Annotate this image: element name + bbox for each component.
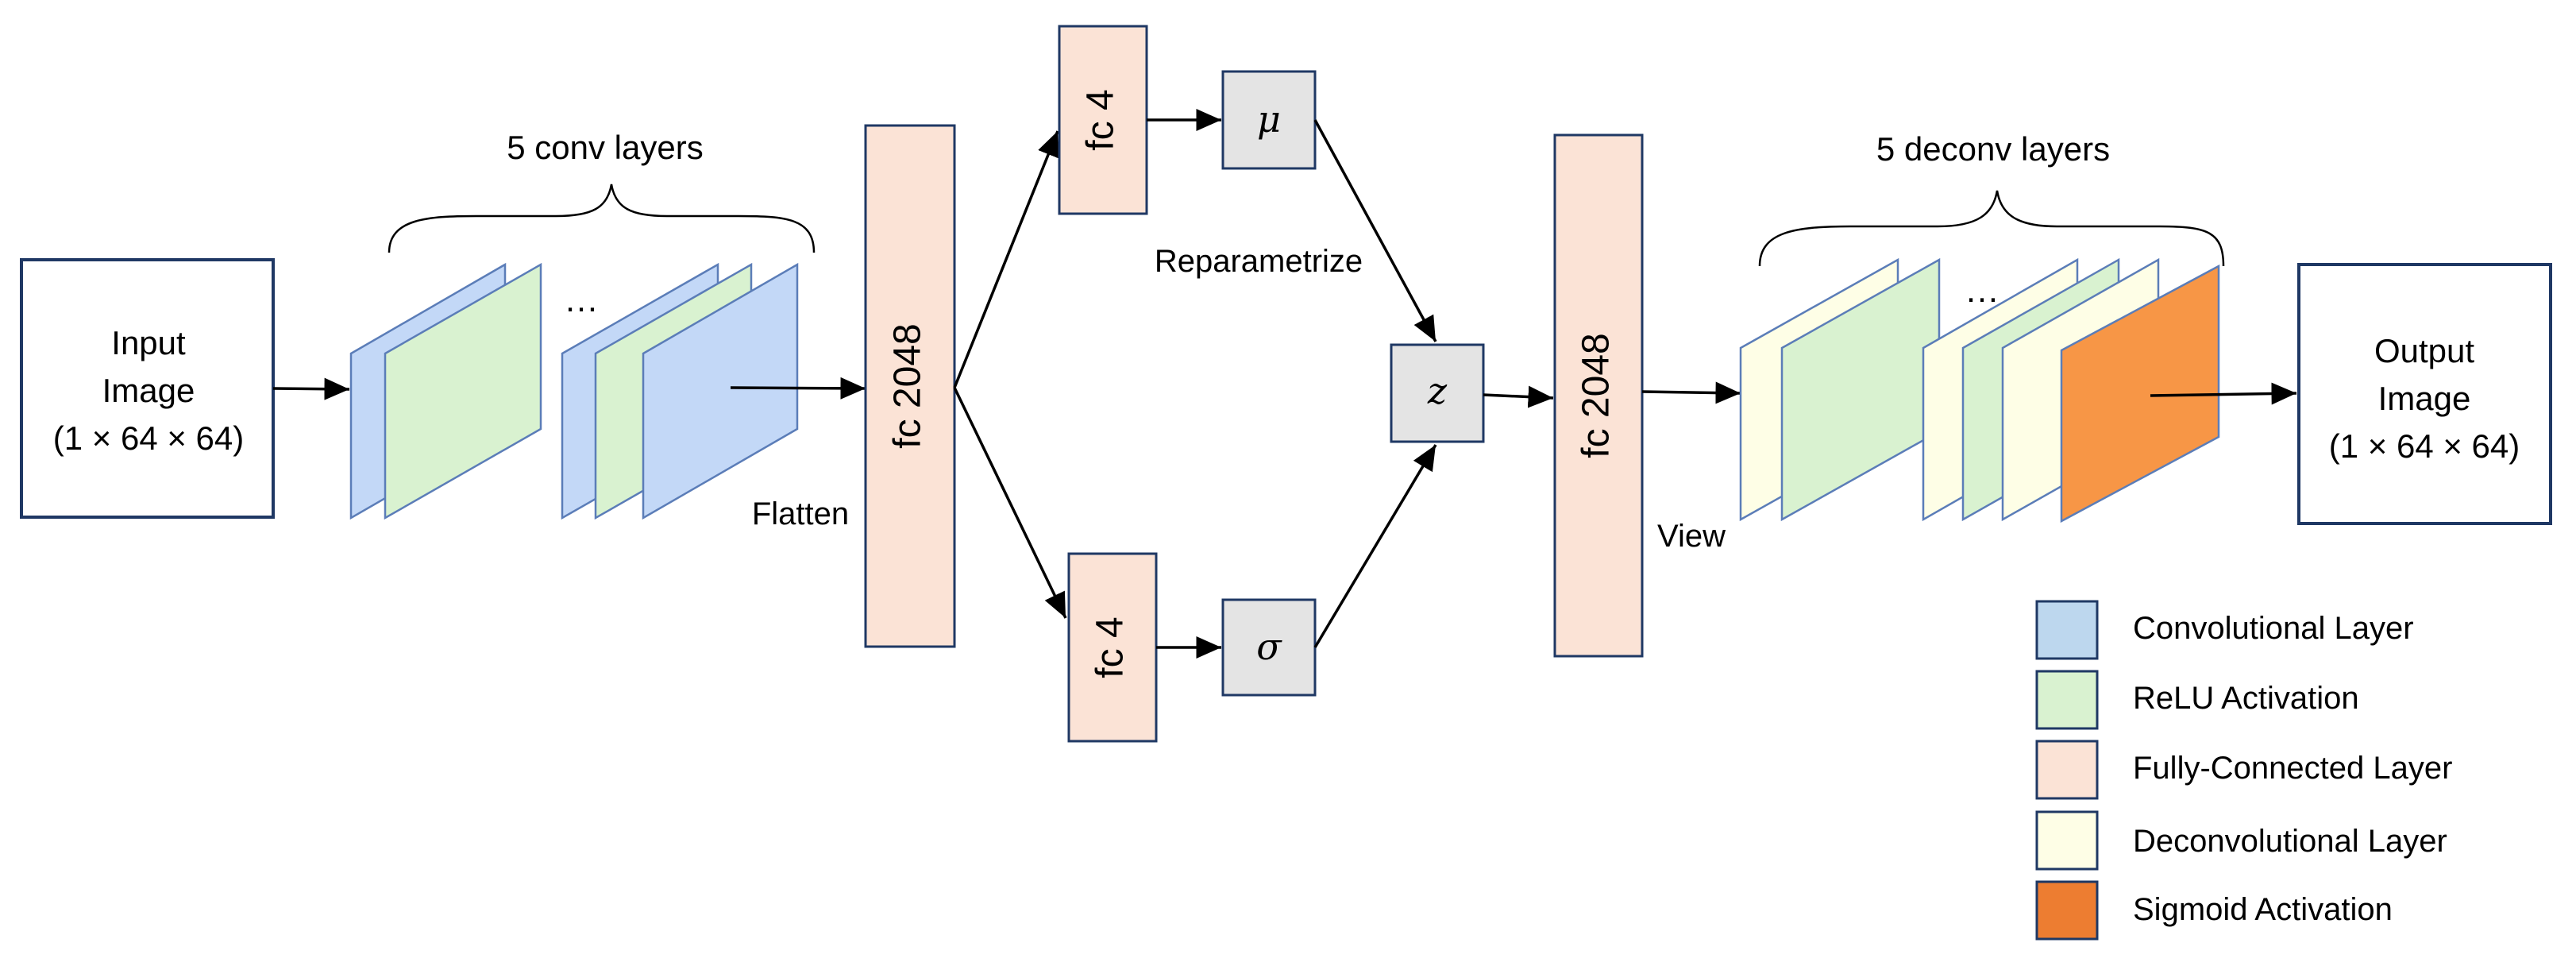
output-image-dims: (1 × 64 × 64)	[2329, 427, 2520, 465]
z-symbol: z	[1427, 369, 1448, 412]
legend-label-deconv: Deconvolutional Layer	[2133, 824, 2447, 859]
mu-node: μ	[1221, 70, 1317, 170]
arrow-sigma-to-z	[1313, 444, 1437, 648]
arrow-z-to-fc	[1483, 385, 1554, 408]
encoder-layer-stack: …	[349, 262, 799, 520]
decoder-fc-2048: fc 2048	[1553, 133, 1644, 658]
z-node: z	[1390, 343, 1485, 443]
reparametrize-label: Reparametrize	[1155, 244, 1363, 279]
encoder-fc-2048: fc 2048	[864, 124, 956, 648]
legend-swatch-conv	[2035, 600, 2099, 660]
legend-label-relu: ReLU Activation	[2133, 681, 2359, 716]
decoder-fc-label: fc 2048	[1575, 333, 1618, 458]
decoder-brace-label: 5 deconv layers	[1876, 130, 2110, 168]
encoder-brace	[388, 184, 816, 253]
input-image-label-line1: Input	[111, 324, 186, 361]
legend-swatch-sigmoid	[2035, 880, 2099, 941]
conv-output-layer	[642, 262, 799, 520]
legend-label-fc: Fully-Connected Layer	[2133, 751, 2452, 786]
legend-label-sigmoid: Sigmoid Activation	[2133, 892, 2393, 927]
encoder-fc-label: fc 2048	[887, 323, 929, 448]
arrow-view	[1641, 381, 1741, 404]
encoder-ellipsis: …	[564, 280, 599, 319]
input-image-dims: (1 × 64 × 64)	[53, 419, 245, 457]
encoder-brace-label: 5 conv layers	[507, 129, 703, 166]
legend-swatch-fc	[2035, 740, 2099, 800]
sigmoid-layer	[2060, 264, 2220, 523]
decoder-layer-stack: …	[1739, 257, 2220, 523]
fc-sigma-label: fc 4	[1089, 616, 1132, 678]
input-image-box: Input Image (1 × 64 × 64)	[20, 258, 275, 519]
sigma-node: σ	[1221, 598, 1317, 697]
input-image-label-line2: Image	[102, 372, 195, 409]
legend-label-conv: Convolutional Layer	[2133, 611, 2414, 646]
flatten-label: Flatten	[752, 496, 849, 531]
mu-symbol: μ	[1257, 98, 1281, 141]
sigma-symbol: σ	[1256, 625, 1282, 668]
arrow-to-output	[2150, 382, 2297, 405]
legend-swatch-deconv	[2035, 810, 2099, 871]
decoder-ellipsis: …	[1965, 271, 1999, 310]
fc-sigma-layer: fc 4	[1067, 552, 1158, 743]
arrow-to-fc-mu	[953, 130, 1059, 388]
arrow-to-fc-sigma	[953, 387, 1067, 619]
view-label: View	[1657, 519, 1726, 554]
decoder-brace	[1758, 190, 2225, 267]
output-image-label-line2: Image	[2378, 380, 2471, 417]
output-image-label-line1: Output	[2374, 332, 2474, 369]
legend: Convolutional Layer ReLU Activation Full…	[2035, 600, 2452, 941]
output-image-box: Output Image (1 × 64 × 64)	[2297, 263, 2552, 525]
arrow-mu-to-z	[1313, 119, 1437, 342]
fc-mu-layer: fc 4	[1058, 25, 1148, 215]
relu-layer-1	[384, 262, 542, 520]
arrow-input-to-conv	[272, 377, 350, 400]
legend-swatch-relu	[2035, 670, 2099, 730]
fc-mu-label: fc 4	[1080, 89, 1122, 150]
